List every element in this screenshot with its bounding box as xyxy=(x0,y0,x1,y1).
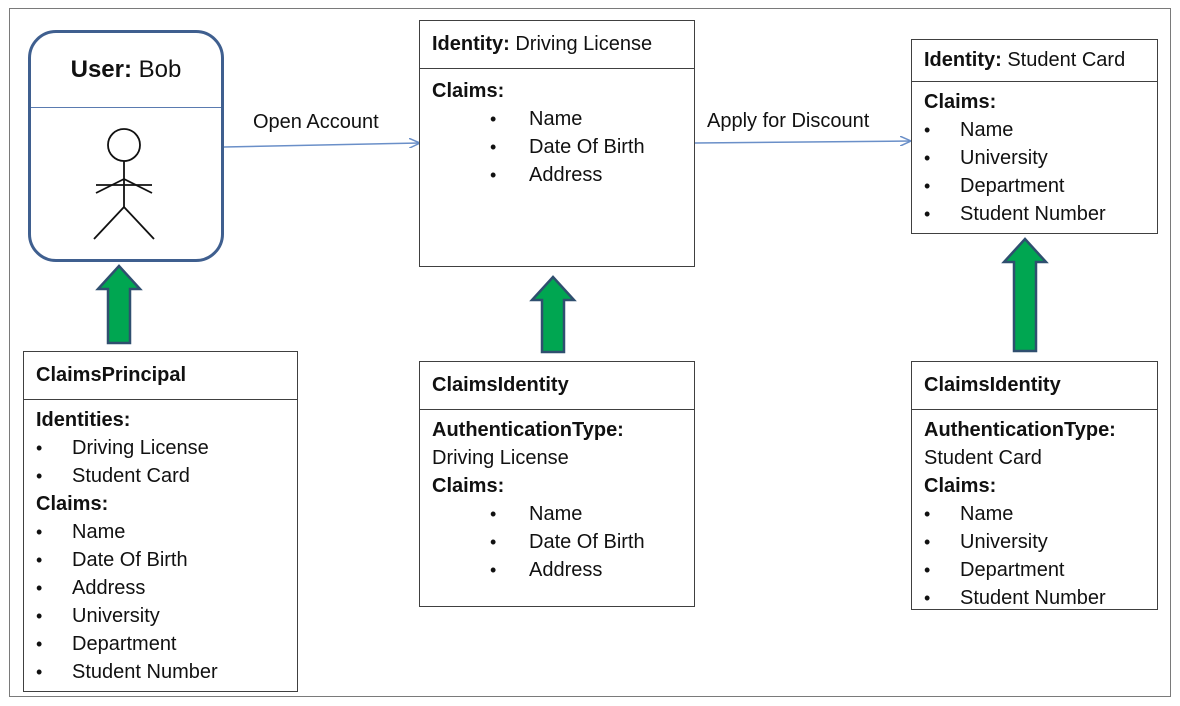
list-item: Student Card xyxy=(36,462,285,490)
user-label-key: User: xyxy=(70,56,132,83)
claims-principal-header: ClaimsPrincipal xyxy=(24,352,297,400)
identity-sc-key: Identity: xyxy=(924,49,1002,71)
identity-dl-value: Driving License xyxy=(515,33,653,55)
open-account-connector xyxy=(223,143,420,147)
list-item: Address xyxy=(36,574,285,602)
identity-sc-body: Claims: Name University Department Stude… xyxy=(912,82,1157,236)
claims-identity-dl-header: ClaimsIdentity xyxy=(420,362,694,410)
ci-dl-auth-label: AuthenticationType: xyxy=(432,419,624,441)
principal-identities-list: Driving License Student Card xyxy=(36,434,285,490)
identity-sc-value: Student Card xyxy=(1007,49,1126,71)
list-item: Name xyxy=(924,116,1145,144)
list-item: Student Number xyxy=(36,658,285,686)
ci-dl-auth-value: Driving License xyxy=(432,447,569,469)
identity-sc-claims-list: Name University Department Student Numbe… xyxy=(924,116,1145,228)
apply-discount-label: Apply for Discount xyxy=(707,110,870,132)
claims-identity-sc-box: ClaimsIdentity AuthenticationType: Stude… xyxy=(911,361,1158,612)
stick-figure-icon xyxy=(93,128,155,240)
ci-sc-claims-list: Name University Department Student Numbe… xyxy=(924,500,1145,612)
identity-driving-license-box: Identity: Driving License Claims: Name D… xyxy=(419,20,695,267)
claims-identity-sc-body: AuthenticationType: Student Card Claims:… xyxy=(912,410,1157,620)
list-item: University xyxy=(36,602,285,630)
ci-sc-auth-value: Student Card xyxy=(924,447,1042,469)
user-label-value: Bob xyxy=(138,56,182,83)
list-item: University xyxy=(924,144,1145,172)
identity-dl-claims-list: Name Date Of Birth Address xyxy=(432,105,682,189)
up-arrow-claims-identity-dl xyxy=(529,275,577,354)
ci-dl-claims-label: Claims: xyxy=(432,475,505,497)
list-item: Name xyxy=(36,518,285,546)
identity-dl-body: Claims: Name Date Of Birth Address xyxy=(420,69,694,197)
up-arrow-principal xyxy=(95,264,143,345)
list-item: Department xyxy=(924,556,1145,584)
list-item: Name xyxy=(432,105,682,133)
ci-sc-auth-label: AuthenticationType: xyxy=(924,419,1116,441)
claims-identity-sc-header: ClaimsIdentity xyxy=(912,362,1157,410)
open-account-label: Open Account xyxy=(253,111,379,133)
ci-sc-claims-label: Claims: xyxy=(924,475,997,497)
up-arrow-claims-identity-sc xyxy=(1001,237,1049,353)
list-item: Name xyxy=(432,500,682,528)
list-item: Address xyxy=(432,161,682,189)
list-item: Name xyxy=(924,500,1145,528)
identity-student-card-box: Identity: Student Card Claims: Name Univ… xyxy=(911,39,1158,234)
principal-claims-label: Claims: xyxy=(36,493,109,515)
claims-identity-dl-box: ClaimsIdentity AuthenticationType: Drivi… xyxy=(419,361,695,607)
principal-identities-label: Identities: xyxy=(36,409,131,431)
identity-dl-key: Identity: xyxy=(432,33,510,55)
identity-sc-claims-label: Claims: xyxy=(924,91,997,113)
list-item: Department xyxy=(924,172,1145,200)
principal-claims-list: Name Date Of Birth Address University De… xyxy=(36,518,285,686)
list-item: Date Of Birth xyxy=(432,528,682,556)
list-item: Date Of Birth xyxy=(432,133,682,161)
list-item: Address xyxy=(432,556,682,584)
user-box: User: Bob xyxy=(28,30,224,262)
diagram-frame xyxy=(9,8,1171,697)
claims-principal-body: Identities: Driving License Student Card… xyxy=(24,400,297,694)
user-header: User: Bob xyxy=(31,33,221,108)
identity-dl-header: Identity: Driving License xyxy=(420,21,694,69)
list-item: University xyxy=(924,528,1145,556)
list-item: Driving License xyxy=(36,434,285,462)
list-item: Student Number xyxy=(924,200,1145,228)
ci-dl-claims-list: Name Date Of Birth Address xyxy=(432,500,682,584)
list-item: Date Of Birth xyxy=(36,546,285,574)
list-item: Student Number xyxy=(924,584,1145,612)
apply-discount-connector xyxy=(694,141,911,143)
claims-principal-box: ClaimsPrincipal Identities: Driving Lice… xyxy=(23,351,298,692)
identity-dl-claims-label: Claims: xyxy=(432,80,505,102)
identity-sc-header: Identity: Student Card xyxy=(912,40,1157,82)
list-item: Department xyxy=(36,630,285,658)
claims-identity-dl-body: AuthenticationType: Driving License Clai… xyxy=(420,410,694,592)
